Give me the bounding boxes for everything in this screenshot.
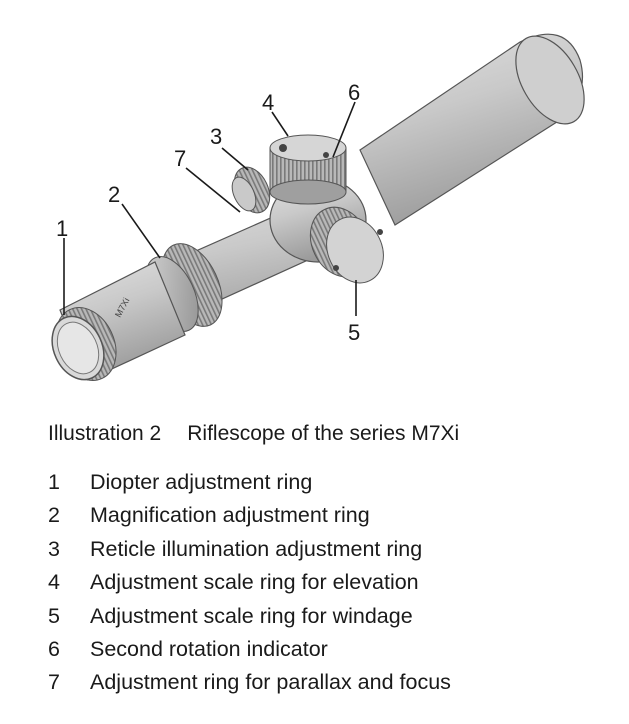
legend-item: 1 Diopter adjustment ring <box>48 466 451 499</box>
legend-text: Reticle illumination adjustment ring <box>90 536 423 561</box>
callout-4: 4 <box>262 90 274 115</box>
legend-text: Adjustment ring for parallax and focus <box>90 670 451 695</box>
callout-3: 3 <box>210 124 222 149</box>
diopter-ring <box>51 307 117 381</box>
legend-number: 6 <box>48 636 60 661</box>
callout-6: 6 <box>348 80 360 105</box>
legend-number: 5 <box>48 603 60 628</box>
callout-1: 1 <box>56 216 68 241</box>
callout-5: 5 <box>348 320 360 345</box>
legend-text: Adjustment scale ring for elevation <box>90 570 419 595</box>
riflescope-illustration: M7Xi 1 2 3 4 5 6 7 <box>51 33 585 381</box>
legend-text: Adjustment scale ring for windage <box>90 603 413 628</box>
legend-number: 7 <box>48 670 60 695</box>
legend-item: 6 Second rotation indicator <box>48 633 451 666</box>
callout-leaders <box>63 101 357 316</box>
elevation-turret <box>269 134 347 205</box>
legend-item: 3 Reticle illumination adjustment ring <box>48 533 451 566</box>
figure-caption: Illustration 2 Riflescope of the series M… <box>48 422 459 446</box>
legend-number: 1 <box>48 470 60 494</box>
legend-number: 3 <box>48 536 60 561</box>
objective-lens-end <box>515 35 585 125</box>
windage-turret <box>309 206 384 284</box>
callout-7: 7 <box>174 146 186 171</box>
legend-text: Diopter adjustment ring <box>90 470 313 494</box>
legend-text: Second rotation indicator <box>90 636 328 661</box>
legend-number: 2 <box>48 503 60 528</box>
legend-number: 4 <box>48 570 60 595</box>
legend-item: 5 Adjustment scale ring for windage <box>48 600 451 633</box>
legend-item: 7 Adjustment ring for parallax and focus <box>48 666 451 699</box>
legend-item: 2 Magnification adjustment ring <box>48 499 451 532</box>
caption-label: Illustration 2 <box>48 422 162 445</box>
parts-legend: 1 Diopter adjustment ring 2 Magnification … <box>48 466 451 700</box>
caption-title: Riflescope of the series M7Xi <box>187 422 460 445</box>
legend-item: 4 Adjustment scale ring for elevation <box>48 566 451 599</box>
callout-2: 2 <box>108 182 120 207</box>
parallax-turret <box>231 166 271 214</box>
legend-text: Magnification adjustment ring <box>90 503 370 528</box>
